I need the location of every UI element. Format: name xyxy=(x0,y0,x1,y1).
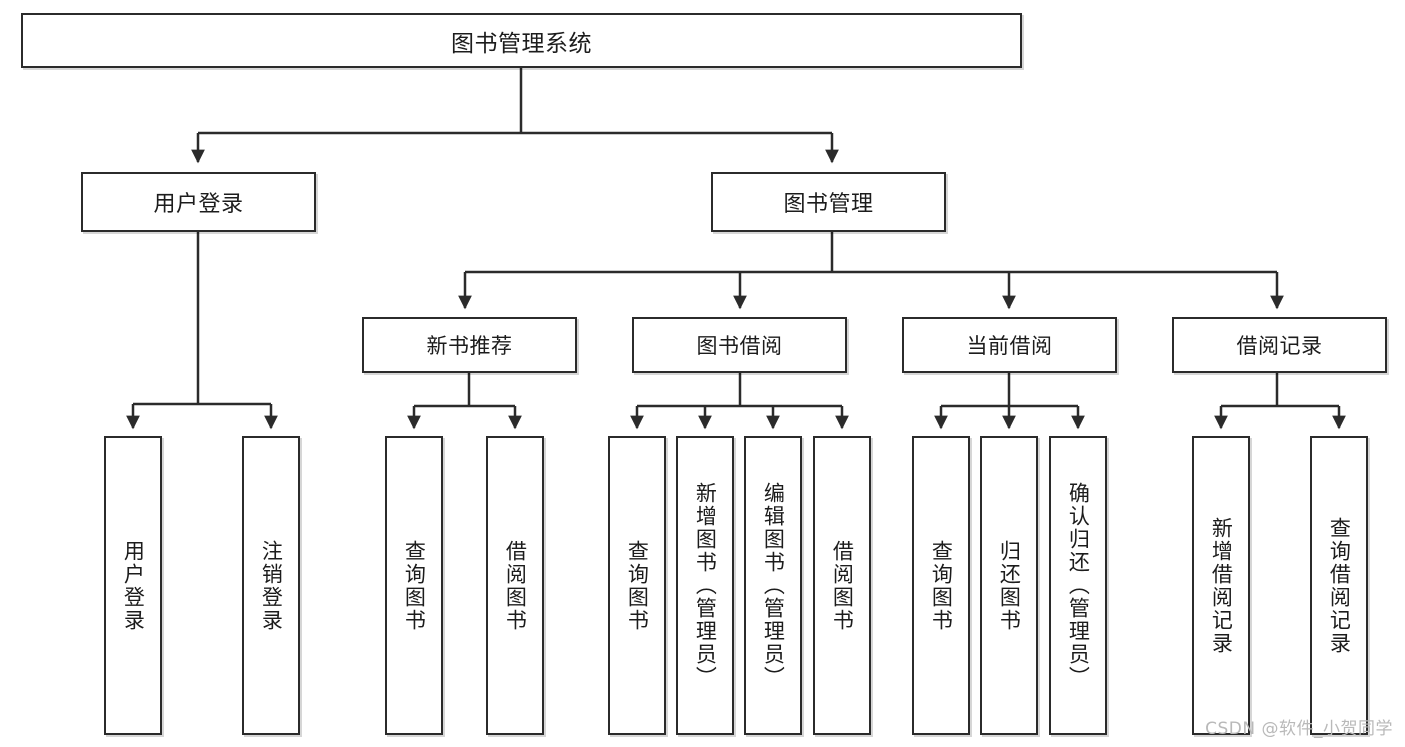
node-leaf-query-book-current[interactable]: 查询图书 xyxy=(912,436,970,735)
node-leaf-confirm-return-admin[interactable]: 确认归还（管理员） xyxy=(1049,436,1107,735)
node-label: 图书管理系统 xyxy=(451,30,592,57)
node-label: 图书借阅 xyxy=(696,334,783,358)
node-leaf-query-borrow-record[interactable]: 查询借阅记录 xyxy=(1310,436,1368,735)
node-label: 借阅图书 xyxy=(830,539,855,632)
node-label: 图书管理 xyxy=(783,192,874,217)
node-root-system[interactable]: 图书管理系统 xyxy=(21,13,1022,68)
node-section-borrow-records[interactable]: 借阅记录 xyxy=(1172,317,1387,373)
node-leaf-query-book-borrow[interactable]: 查询图书 xyxy=(608,436,666,735)
node-leaf-logout[interactable]: 注销登录 xyxy=(242,436,300,735)
node-label: 用户登录 xyxy=(121,539,146,632)
node-label: 借阅记录 xyxy=(1236,334,1323,358)
node-leaf-edit-book-admin[interactable]: 编辑图书（管理员） xyxy=(744,436,802,735)
node-label: 注销登录 xyxy=(259,539,284,632)
node-label: 查询图书 xyxy=(625,539,650,632)
node-label: 编辑图书（管理员） xyxy=(761,482,786,689)
node-leaf-query-book-new[interactable]: 查询图书 xyxy=(385,436,443,735)
node-leaf-add-book-admin[interactable]: 新增图书（管理员） xyxy=(676,436,734,735)
node-label: 查询图书 xyxy=(402,539,427,632)
node-section-new-book-recommend[interactable]: 新书推荐 xyxy=(362,317,577,373)
node-label: 查询借阅记录 xyxy=(1327,516,1352,655)
node-section-book-borrow[interactable]: 图书借阅 xyxy=(632,317,847,373)
node-leaf-user-login[interactable]: 用户登录 xyxy=(104,436,162,735)
node-leaf-add-borrow-record[interactable]: 新增借阅记录 xyxy=(1192,436,1250,735)
node-label: 确认归还（管理员） xyxy=(1066,482,1091,689)
node-label: 查询图书 xyxy=(929,539,954,632)
node-leaf-borrow-book[interactable]: 借阅图书 xyxy=(813,436,871,735)
node-label: 用户登录 xyxy=(153,192,244,217)
csdn-watermark: CSDN @软件_小贺同学 xyxy=(1205,719,1393,739)
node-section-current-borrow[interactable]: 当前借阅 xyxy=(902,317,1117,373)
node-leaf-return-book[interactable]: 归还图书 xyxy=(980,436,1038,735)
node-label: 归还图书 xyxy=(997,539,1022,632)
node-label: 新增借阅记录 xyxy=(1209,516,1234,655)
node-label: 新书推荐 xyxy=(426,334,513,358)
node-leaf-borrow-book-new[interactable]: 借阅图书 xyxy=(486,436,544,735)
node-branch-book-management[interactable]: 图书管理 xyxy=(711,172,946,232)
node-branch-user-login[interactable]: 用户登录 xyxy=(81,172,316,232)
node-label: 当前借阅 xyxy=(966,334,1053,358)
node-label: 借阅图书 xyxy=(503,539,528,632)
node-label: 新增图书（管理员） xyxy=(693,482,718,689)
